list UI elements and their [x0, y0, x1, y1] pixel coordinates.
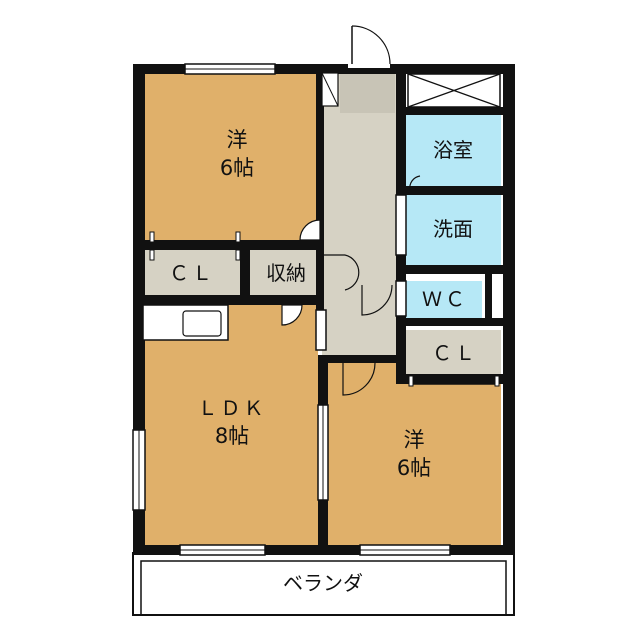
closet-doors	[149, 231, 500, 387]
bath-fill	[406, 114, 501, 186]
washroom-fill	[406, 195, 501, 265]
western-top-label-2: 6帖	[220, 156, 254, 180]
ldk-label-1: ＬＤＫ	[198, 396, 267, 420]
wc-fill	[406, 281, 482, 318]
entrance	[340, 73, 395, 113]
washroom-label: 洗面	[433, 217, 473, 241]
western-bottom-label-1: 洋	[404, 428, 425, 452]
shoe-closet	[321, 72, 339, 107]
bath-label: 浴室	[433, 138, 473, 162]
storage-fill	[250, 250, 322, 295]
storage-label: 収納	[266, 261, 306, 285]
door-arcs	[281, 175, 421, 396]
wc-label: ＷＣ	[422, 287, 468, 311]
room-fills	[143, 73, 501, 546]
closet-left-label: ＣＬ	[169, 261, 215, 285]
storage-box	[407, 73, 501, 108]
western-bottom-label-2: 6帖	[397, 456, 431, 480]
kitchen-counter	[142, 304, 229, 341]
windows	[132, 63, 451, 556]
closet-left-fill	[143, 250, 241, 295]
closet-right-label: ＣＬ	[432, 341, 478, 365]
western-top-label-1: 洋	[227, 128, 248, 152]
western-room-bottom	[327, 363, 501, 546]
labels: 洋 6帖 ＣＬ 収納 ＬＤＫ 8帖 洋 6帖 浴室 洗面 ＷＣ ＣＬ	[169, 128, 478, 480]
western-room-top	[143, 73, 335, 242]
ldk-room	[143, 304, 318, 546]
veranda-label: ベランダ	[283, 571, 363, 595]
ldk-label-2: 8帖	[215, 424, 249, 448]
veranda: ベランダ	[132, 552, 515, 616]
closet-right-fill	[406, 330, 501, 375]
front-door	[348, 25, 391, 68]
corridor	[322, 73, 397, 355]
